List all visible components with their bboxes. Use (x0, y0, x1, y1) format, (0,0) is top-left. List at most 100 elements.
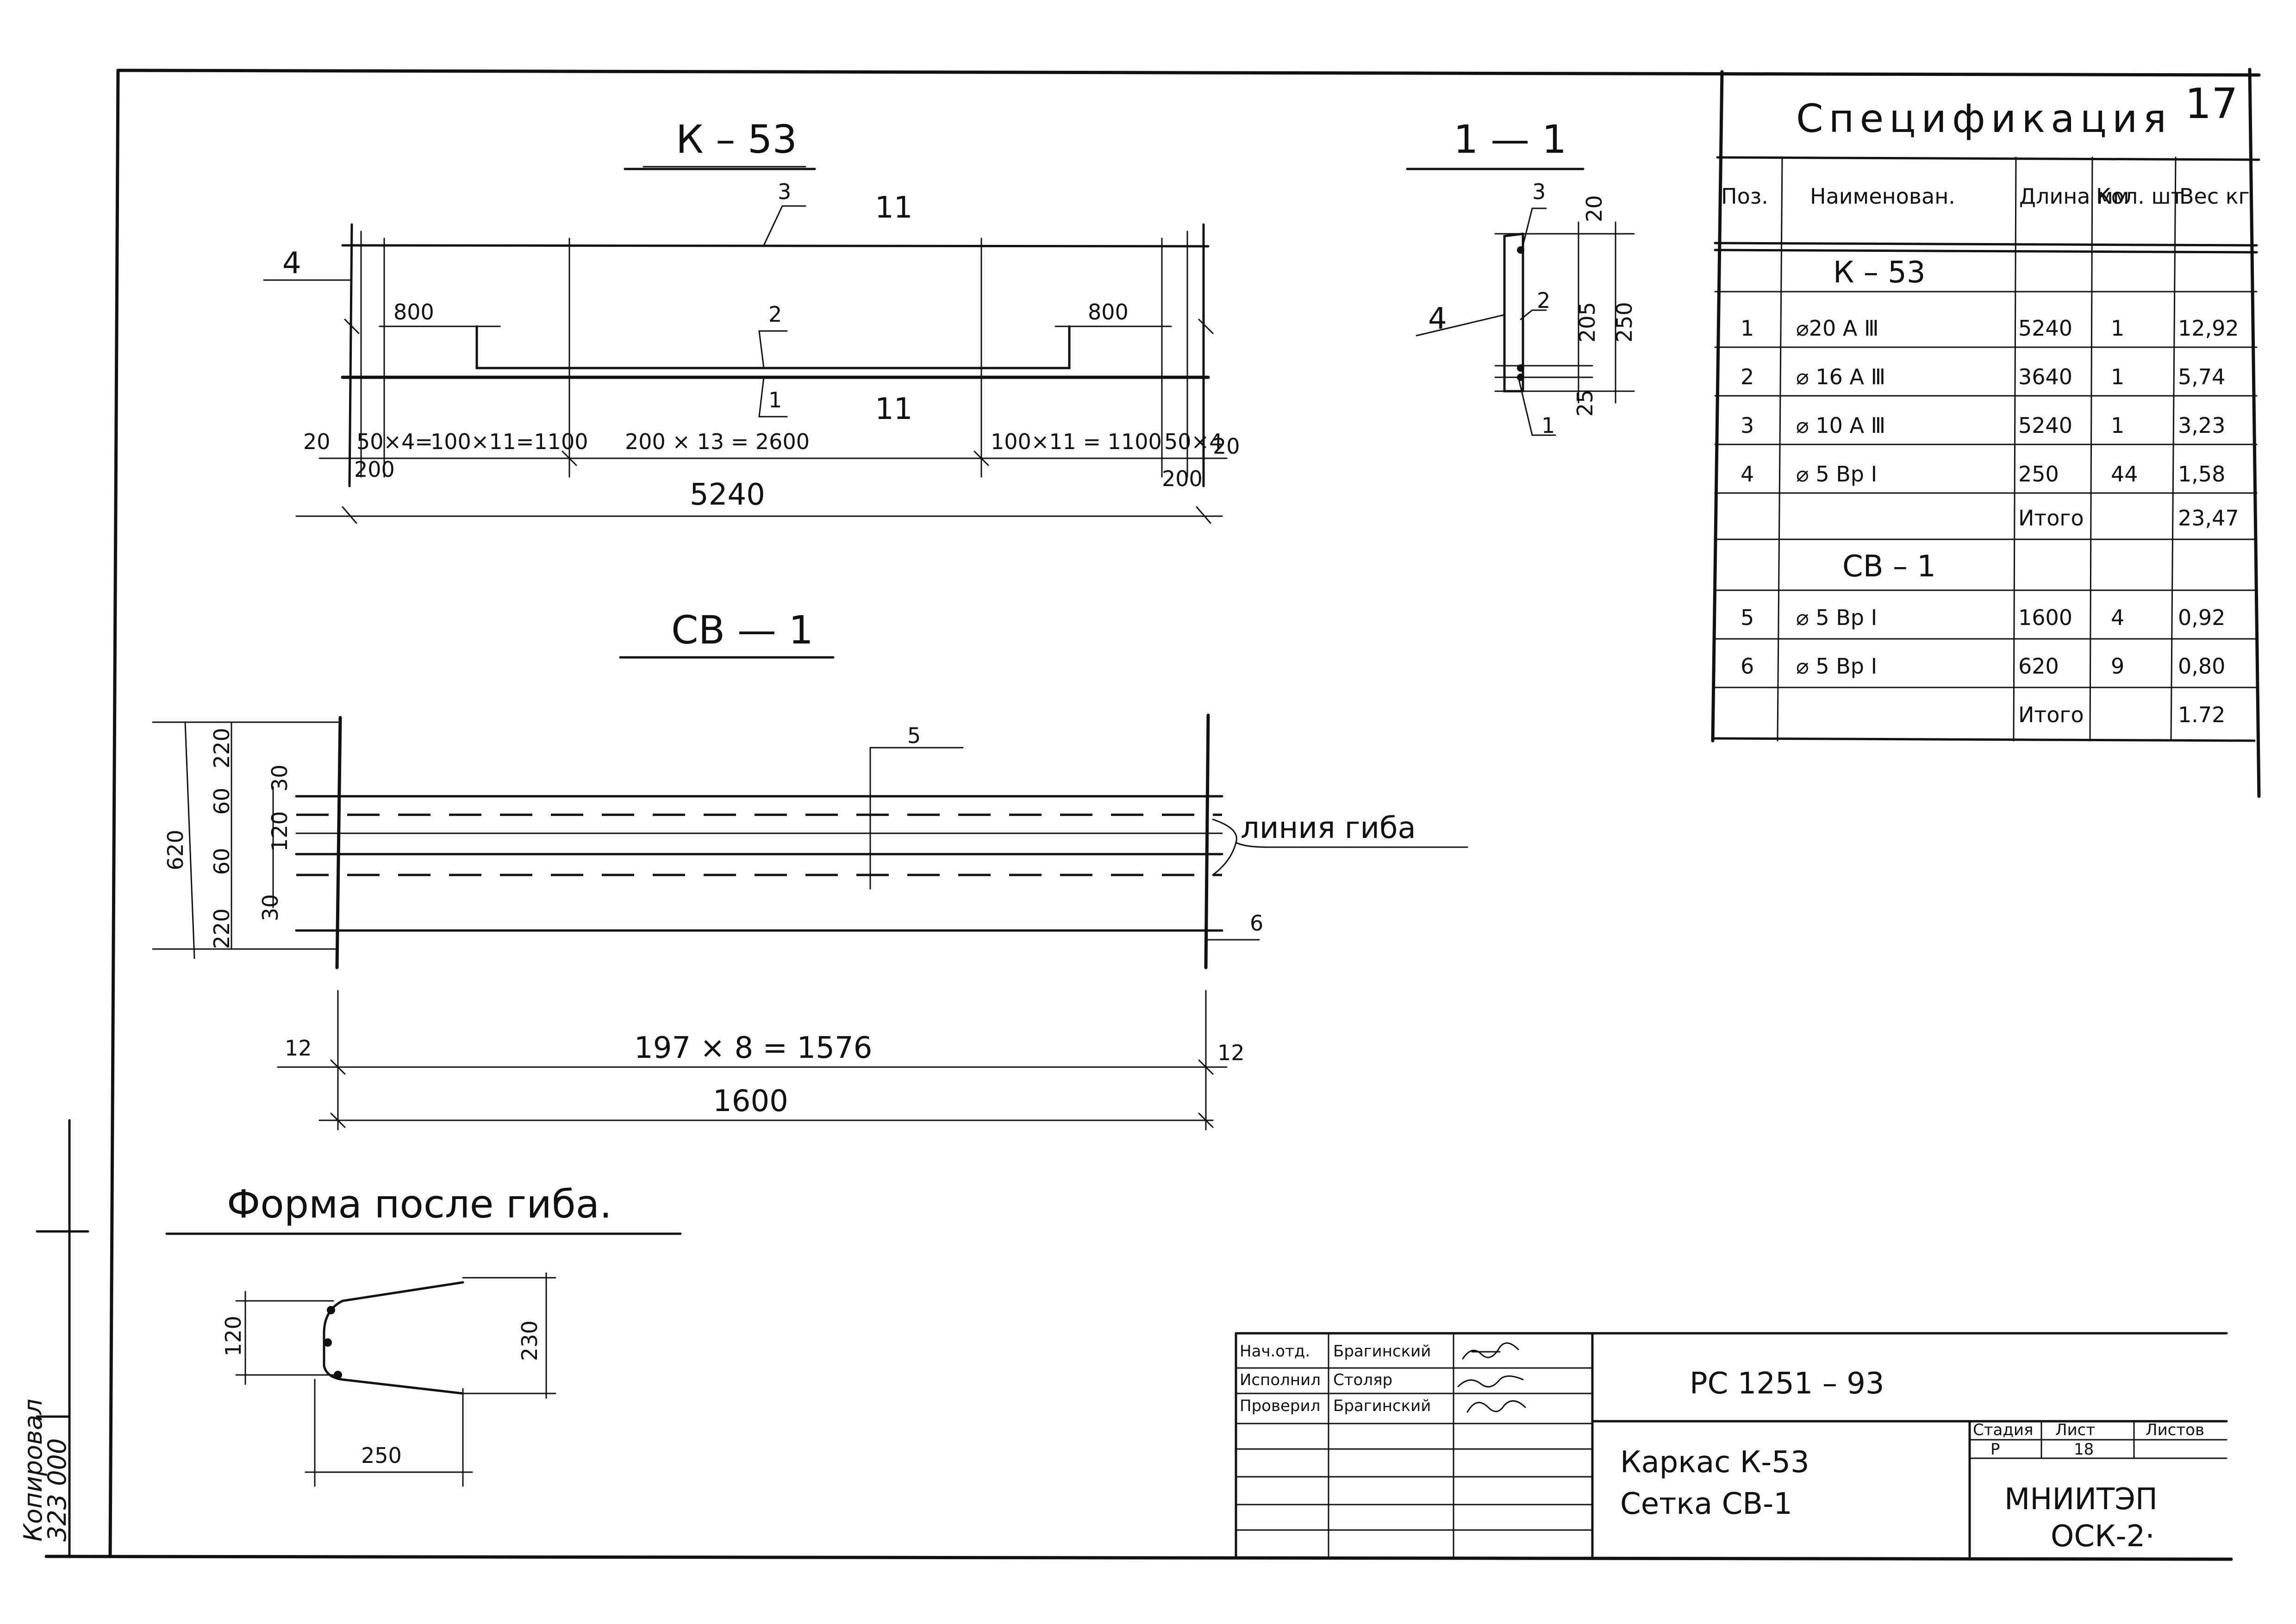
sv1-bend-line: линия гиба (1241, 811, 1416, 845)
k53-title: К – 53 (676, 117, 797, 162)
k53-dim-middle: 200 × 13 = 2600 (625, 429, 810, 454)
spec-sv1-row-1-weight: 0,92 (2178, 605, 2225, 630)
bent-dim-230: 230 (517, 1320, 542, 1361)
bent-dim-120: 120 (221, 1316, 246, 1356)
sv1-dim-220-bottom: 220 (209, 908, 234, 949)
sv1-dim-total: 1600 (713, 1084, 788, 1118)
k53-dim-short-left: 50×4= (356, 429, 433, 454)
sv1-pos-6: 6 (1250, 911, 1263, 936)
sv1-dim-620: 620 (163, 830, 188, 870)
k53-pos-1: 1 (768, 387, 782, 412)
tb-name-head: Брагинский (1333, 1342, 1431, 1361)
spec-k53-row-4-qty: 44 (2111, 462, 2138, 487)
k53-dim-end-right: 20 (1213, 434, 1240, 459)
spec-k53-row-1-qty: 1 (2111, 316, 2124, 341)
spec-k53-row-4-length: 250 (2018, 462, 2059, 487)
section-dim-205: 205 (1575, 302, 1600, 343)
section-pos-2: 2 (1537, 288, 1550, 313)
spec-title: Спецификация (1796, 96, 2172, 141)
spec-k53-row-3-qty: 1 (2111, 413, 2124, 438)
spec-k53-row-1-weight: 12,92 (2178, 316, 2239, 341)
spec-head-qty: Кол. шт (2096, 184, 2183, 209)
k53-dim-left-800: 800 (393, 300, 434, 325)
spec-head-name: Наименован. (1810, 184, 1955, 209)
spec-sv1-row-1-pos: 5 (1741, 605, 1754, 630)
spec-k53-row-2-weight: 5,74 (2178, 364, 2225, 389)
spec-head-weight: Вес кг (2179, 184, 2250, 209)
tb-head-stage: Стадия (1973, 1421, 2033, 1439)
tb-head-sheet: Лист (2055, 1421, 2095, 1439)
spec-head-pos: Поз. (1721, 184, 1768, 209)
sv1-dim-60-b: 60 (209, 848, 234, 875)
spec-k53-row-1-length: 5240 (2018, 316, 2072, 341)
spec-sv1-row-1-qty: 4 (2111, 605, 2124, 630)
spec-k53-row-2-length: 3640 (2018, 364, 2072, 389)
section-dim-250: 250 (1612, 302, 1637, 343)
tb-org-1: МНИИТЭП (2004, 1482, 2158, 1517)
tb-role-checker: Проверил (1240, 1397, 1320, 1415)
signature-1 (1462, 1342, 1519, 1360)
spec-k53-row-2-name: ⌀ 16 А Ⅲ (1796, 364, 1885, 389)
tb-sheet: 18 (2074, 1440, 2094, 1459)
spec-k53-row-4-weight: 1,58 (2178, 462, 2225, 487)
spec-group-k53: К – 53 (1833, 256, 1926, 290)
sv1-dim-12-right: 12 (1217, 1040, 1245, 1065)
k53-section-mark-bottom: 11 (875, 392, 912, 426)
spec-total-value-2: 1.72 (2178, 702, 2225, 727)
spec-sv1-row-2-pos: 6 (1741, 654, 1754, 679)
spec-sv1-row-2-name: ⌀ 5 Вр Ⅰ (1796, 654, 1877, 679)
spec-total-value-1: 23,47 (2178, 506, 2239, 531)
tb-stage: Р (1990, 1440, 2000, 1459)
tb-item-1: Каркас К-53 (1620, 1445, 1809, 1480)
tb-role-head: Нач.отд. (1240, 1342, 1310, 1361)
k53-dim-total: 5240 (690, 478, 765, 512)
sv1-dim-60-a: 60 (209, 787, 234, 815)
k53-pos-3: 3 (778, 179, 791, 204)
spec-k53-row-2-pos: 2 (1741, 364, 1754, 389)
section-title: 1 — 1 (1454, 117, 1566, 162)
spec-head-length: Длина мм (2019, 184, 2129, 209)
spec-k53-row-2-qty: 1 (2111, 364, 2124, 389)
tb-name-executor: Столяр (1333, 1371, 1392, 1389)
section-dim-25: 25 (1572, 389, 1597, 417)
spec-sv1-row-2-weight: 0,80 (2178, 654, 2225, 679)
section-pos-1: 1 (1541, 413, 1555, 438)
margin-stamp-line1: Копировал (19, 1399, 48, 1542)
spec-k53-row-1-pos: 1 (1741, 316, 1754, 341)
k53-dim-short-right: 50×4 (1164, 429, 1223, 454)
spec-k53-row-3-name: ⌀ 10 А Ⅲ (1796, 413, 1885, 438)
tb-org-2: ОСК-2· (2051, 1519, 2155, 1554)
specification-table: Спецификация Поз. Наименован. Длина мм К… (1711, 70, 2260, 743)
tb-head-sheets: Листов (2146, 1421, 2204, 1439)
sv1-dim-12-left: 12 (285, 1036, 312, 1061)
spec-k53-row-4-name: ⌀ 5 Вр Ⅰ (1796, 462, 1877, 487)
sv1-pos-5: 5 (907, 723, 921, 748)
k53-dim-200-right: 200 (1162, 466, 1203, 491)
bent-shape: Форма после гиба. 120 230 250 (165, 1181, 682, 1487)
spec-k53-row-4-pos: 4 (1741, 462, 1754, 487)
spec-k53-row-3-weight: 3,23 (2178, 413, 2225, 438)
sv1-mesh: СВ — 1 5 6 линия гиба 620 220 60 60 220 … (152, 607, 1468, 1131)
sv1-dim-pitch: 197 × 8 = 1576 (634, 1031, 872, 1065)
section-1-1: 1 — 1 3 4 2 1 20 205 250 25 (1406, 117, 1637, 438)
spec-k53-row-3-length: 5240 (2018, 413, 2072, 438)
title-block: Нач.отд. Исполнил Проверил Брагинский Ст… (1235, 1332, 2228, 1558)
tb-item-2: Сетка СВ-1 (1620, 1487, 1792, 1521)
tb-drawing-code: РС 1251 – 93 (1690, 1367, 1884, 1401)
k53-dim-100-right: 100×11 = 1100 (991, 429, 1162, 454)
k53-elevation: К – 53 11 11 4 (263, 117, 1240, 524)
sv1-dim-30-bottom: 30 (258, 894, 283, 921)
spec-total-label-2: Итого (2018, 702, 2084, 727)
k53-pos-4: 4 (282, 246, 301, 281)
spec-group-sv1: СВ – 1 (1842, 550, 1936, 584)
spec-sv1-row-2-qty: 9 (2111, 654, 2124, 679)
bent-dim-250: 250 (361, 1443, 402, 1468)
sv1-dim-120: 120 (267, 811, 292, 852)
margin-stamp: Копировал 323 000 (19, 1399, 72, 1542)
sheet-frame (36, 68, 2261, 1561)
sheet-number: 17 (2185, 80, 2238, 128)
k53-dim-100-left: 100×11=1100 (430, 429, 588, 454)
